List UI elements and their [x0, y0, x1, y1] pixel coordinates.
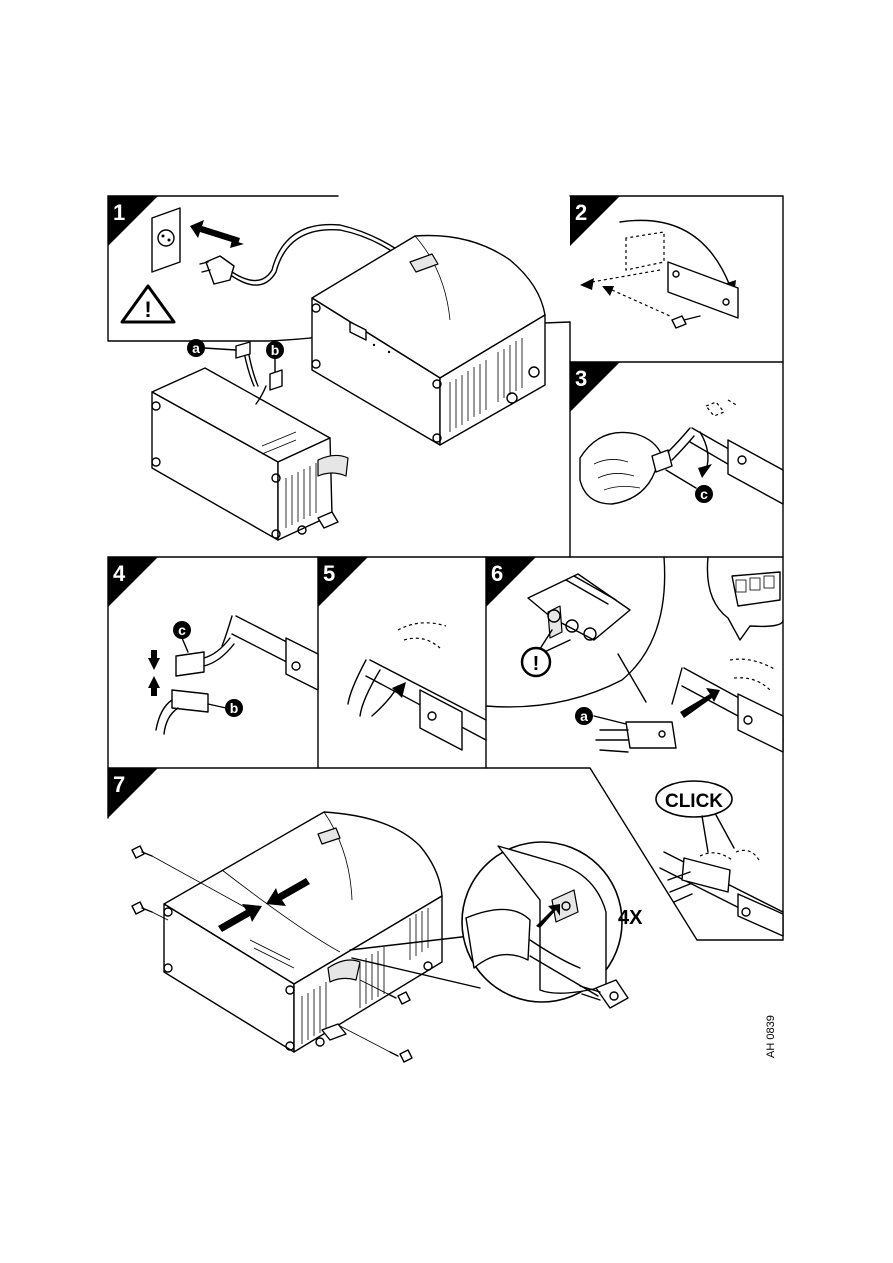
screw-icon [339, 1025, 413, 1063]
svg-text:b: b [230, 700, 239, 716]
panel-1-disconnect-mains: ! [120, 207, 399, 324]
panel-5-insert-cable [347, 622, 487, 751]
attention-circle-icon: ! [520, 629, 571, 678]
panel-6-connect-a: ! a [485, 556, 784, 753]
wall-socket-icon [151, 207, 181, 273]
callout-b: b [266, 341, 284, 373]
step-number-4: 4 [113, 561, 126, 586]
click-callout: CLICK [655, 780, 784, 937]
detail-magnifier [461, 841, 623, 1003]
svg-text:b: b [271, 342, 280, 358]
step-number-6: 6 [491, 561, 503, 586]
screw-icon [131, 901, 169, 921]
panel-7-slide-modules-together: 4X [131, 811, 643, 1063]
power-source-unit [311, 234, 546, 446]
svg-text:a: a [192, 340, 200, 356]
step-number-7: 7 [113, 772, 125, 797]
vent-grille [449, 338, 523, 432]
step-number-1: 1 [113, 200, 125, 225]
svg-text:c: c [178, 622, 186, 638]
svg-text:c: c [700, 486, 708, 502]
callout-a: a [187, 339, 237, 357]
screw-icon [359, 979, 411, 1005]
unplug-arrow-icon [190, 220, 244, 248]
screw-icon [131, 845, 251, 911]
svg-text:!: ! [533, 653, 540, 675]
step-tabs: 1 2 3 4 5 6 7 [108, 196, 620, 818]
step-number-3: 3 [575, 366, 587, 391]
wire-feeder-module [151, 341, 349, 541]
quantity-label: 4X [618, 907, 643, 929]
screw-icon [671, 315, 701, 329]
svg-text:!: ! [144, 297, 151, 322]
vent-grille [285, 463, 317, 528]
power-plug-icon [199, 223, 399, 286]
panel-4-connect-c-to-b: c b [148, 615, 319, 735]
step-number-5: 5 [323, 561, 335, 586]
step-number-2: 2 [575, 200, 587, 225]
screw-icon [579, 979, 629, 1009]
svg-text:CLICK: CLICK [665, 791, 723, 812]
warning-triangle-icon: ! [120, 284, 176, 324]
panel-2-remove-cover-plate [580, 219, 739, 329]
panel-3-pull-connector: c [579, 399, 784, 505]
svg-text:a: a [580, 708, 588, 724]
vent-grille [301, 908, 429, 1044]
document-reference: AH 0839 [765, 1015, 777, 1058]
